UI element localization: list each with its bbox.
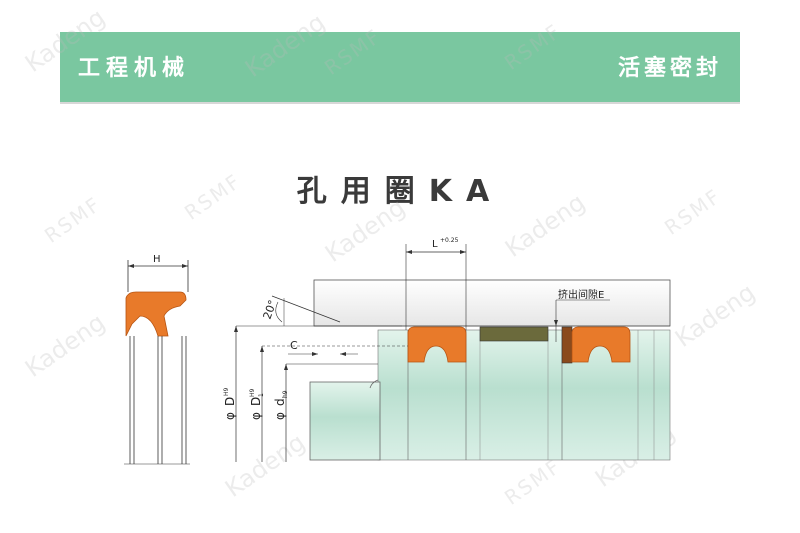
product-category-label: 活塞密封 bbox=[617, 56, 722, 81]
label-groove-diameter-tolerance: H9 bbox=[249, 388, 256, 397]
header-banner bbox=[60, 32, 740, 102]
svg-text:φ: φ bbox=[223, 412, 237, 420]
label-l: L bbox=[432, 239, 438, 250]
label-angle: 20° bbox=[261, 298, 280, 321]
label-phi: φ bbox=[223, 412, 237, 420]
label-groove-diameter-subscript: 1 bbox=[258, 393, 265, 397]
seal-ka-2 bbox=[571, 326, 631, 363]
cylinder-bore bbox=[313, 279, 671, 327]
seal-cross-section bbox=[125, 291, 187, 337]
label-rod-diameter-tolerance: h9 bbox=[282, 390, 289, 398]
seal-ka-1 bbox=[407, 326, 467, 363]
label-groove-diameter: D bbox=[249, 397, 263, 406]
page-title: 孔用圈KA bbox=[296, 174, 504, 209]
label-bore-diameter: D bbox=[223, 397, 237, 406]
label-extrusion-gap: 挤出间隙E bbox=[558, 288, 604, 301]
backup-ring bbox=[561, 326, 573, 364]
label-phi: φ bbox=[249, 412, 263, 420]
label-bore-diameter-tolerance: H9 bbox=[223, 387, 230, 396]
seal-profile-view: H bbox=[124, 254, 190, 465]
label-c: C bbox=[290, 339, 298, 352]
chamfer-line bbox=[271, 295, 341, 323]
header-divider bbox=[60, 102, 740, 104]
guide-ring bbox=[479, 326, 549, 342]
installation-assembly: L +0.25 挤出间隙E 20° C φ D H9 bbox=[223, 237, 671, 462]
piston-rod bbox=[309, 381, 381, 461]
category-label: 工程机械 bbox=[78, 56, 191, 81]
label-phi: φ bbox=[273, 412, 287, 420]
label-h: H bbox=[153, 254, 161, 265]
label-rod-diameter: d bbox=[273, 398, 287, 406]
label-l-tolerance: +0.25 bbox=[440, 237, 459, 244]
